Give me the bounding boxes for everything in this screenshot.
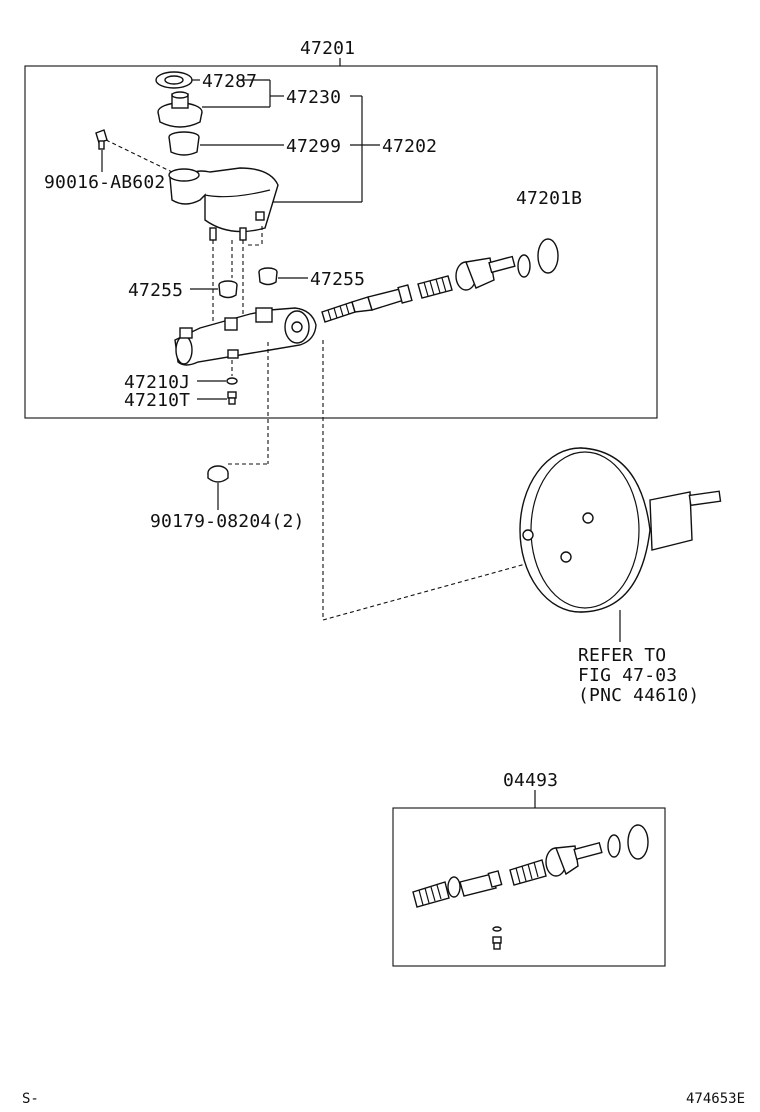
reservoir-tank-part: [168, 167, 279, 241]
label-47287[interactable]: 47287: [202, 71, 257, 92]
cap-gasket-part: [155, 71, 193, 89]
seal-ring-part: [226, 377, 238, 385]
master-cylinder-part: [174, 307, 317, 366]
label-47201[interactable]: 47201: [300, 38, 355, 59]
nut-part: [207, 465, 229, 483]
screw-part: [95, 129, 108, 150]
grommet-left-part: [218, 280, 238, 299]
footer-figure-id: 474653E: [686, 1091, 745, 1107]
label-47299[interactable]: 47299: [286, 136, 341, 157]
plug-part: [227, 391, 237, 405]
reservoir-cap-part: [157, 91, 203, 128]
label-90016[interactable]: 90016-AB602: [44, 172, 165, 193]
kit-frame: [392, 807, 666, 967]
secondary-piston-part: [321, 284, 413, 323]
snap-ring-part: [517, 254, 531, 278]
label-47210J[interactable]: 47210J: [124, 372, 190, 393]
label-47210T[interactable]: 47210T: [124, 390, 190, 411]
brake-booster-part: [519, 447, 722, 613]
grommet-right-part: [258, 267, 278, 286]
primary-piston-part: [417, 255, 516, 299]
label-47255-left[interactable]: 47255: [128, 280, 183, 301]
label-04493[interactable]: 04493: [503, 770, 558, 791]
footer-left-code: S-: [22, 1091, 39, 1107]
assembly-frame: [24, 65, 658, 419]
label-47201B[interactable]: 47201B: [516, 188, 582, 209]
refer-line-1[interactable]: REFER TO: [578, 645, 666, 666]
refer-line-2[interactable]: FIG 47-03: [578, 665, 677, 686]
o-ring-part: [537, 238, 559, 274]
kit-plug-part: [492, 926, 502, 950]
label-47202[interactable]: 47202: [382, 136, 437, 157]
strainer-part: [168, 131, 200, 156]
label-90179[interactable]: 90179-08204(2): [150, 511, 305, 532]
kit-o-ring-part: [627, 824, 649, 860]
refer-line-3[interactable]: (PNC 44610): [578, 685, 699, 706]
kit-secondary-piston-part: [412, 870, 503, 908]
label-47230[interactable]: 47230: [286, 87, 341, 108]
label-47255-right[interactable]: 47255: [310, 269, 365, 290]
kit-primary-piston-part: [509, 841, 603, 886]
kit-snap-ring-part: [607, 834, 621, 858]
